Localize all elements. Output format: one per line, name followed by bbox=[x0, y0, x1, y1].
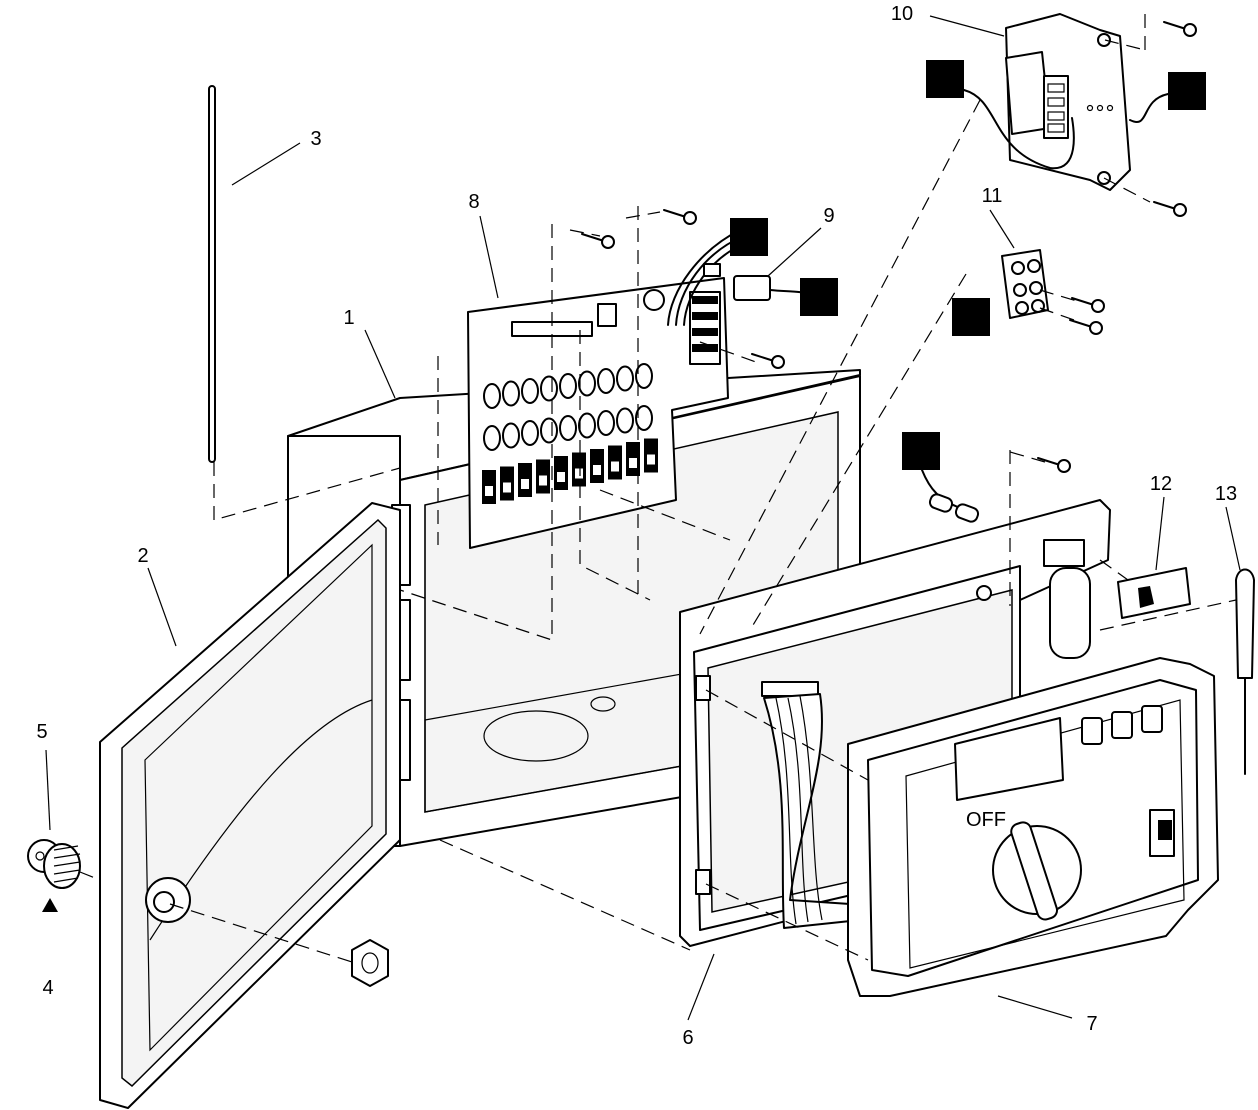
station-knob bbox=[483, 425, 501, 451]
marker-square bbox=[800, 278, 838, 316]
lock-and-key bbox=[27, 839, 81, 912]
callout-10: 10 bbox=[891, 3, 913, 25]
terminal-slot bbox=[611, 461, 619, 472]
station-knob bbox=[483, 383, 501, 409]
ribbon-cable bbox=[761, 681, 861, 929]
terminal-slot bbox=[557, 472, 565, 482]
station-knob bbox=[616, 407, 634, 434]
callout-8: 8 bbox=[468, 191, 479, 213]
terminal-slot bbox=[629, 458, 637, 468]
screw-icon bbox=[1153, 201, 1187, 217]
station-knob bbox=[502, 380, 520, 407]
callout-1: 1 bbox=[343, 307, 354, 329]
black-markers bbox=[730, 60, 1206, 470]
station-knob bbox=[521, 420, 539, 446]
assembly-lines bbox=[79, 14, 1237, 963]
terminal-slot bbox=[539, 475, 547, 486]
screw-icon bbox=[1069, 319, 1103, 335]
leader-lines bbox=[45, 15, 1241, 1021]
terminal-circuit-board bbox=[467, 229, 749, 549]
marker-square bbox=[1168, 72, 1206, 110]
terminal-slot bbox=[593, 465, 601, 475]
callout-9: 9 bbox=[823, 205, 834, 227]
callout-3: 3 bbox=[310, 128, 321, 150]
station-knob bbox=[521, 378, 539, 404]
callout-6: 6 bbox=[682, 1027, 693, 1049]
station-knob bbox=[597, 410, 615, 436]
callout-labels: 1 2 3 4 5 6 7 8 9 10 11 12 13 bbox=[36, 3, 1237, 1049]
screw-icon bbox=[751, 353, 785, 369]
station-knob bbox=[578, 412, 596, 439]
screw-icon bbox=[581, 233, 615, 249]
hex-nut bbox=[351, 939, 389, 987]
terminal-slot bbox=[521, 479, 529, 489]
control-panel: OFF bbox=[847, 657, 1219, 997]
callout-4: 4 bbox=[42, 977, 53, 999]
callout-12: 12 bbox=[1150, 473, 1172, 495]
door-rod bbox=[208, 85, 216, 463]
station-knob bbox=[578, 370, 596, 397]
marker-square bbox=[730, 218, 768, 256]
station-knob bbox=[597, 368, 615, 394]
terminal-slot bbox=[575, 468, 583, 479]
transformer bbox=[963, 13, 1169, 191]
terminal-strip bbox=[1001, 249, 1049, 319]
screw-icon bbox=[1071, 297, 1105, 313]
enclosure-door bbox=[99, 502, 401, 1109]
screw-icon bbox=[663, 209, 697, 225]
screw-icon bbox=[1037, 457, 1071, 473]
screwdriver bbox=[1235, 568, 1255, 775]
terminal-slot bbox=[485, 486, 493, 496]
arrow-marker bbox=[42, 898, 58, 912]
station-knob bbox=[635, 405, 653, 431]
callout-11: 11 bbox=[982, 185, 1003, 207]
wire-connector bbox=[921, 469, 980, 523]
callout-13: 13 bbox=[1215, 483, 1237, 505]
station-knob bbox=[540, 375, 558, 402]
station-knob bbox=[635, 363, 653, 389]
terminal-slot bbox=[647, 454, 655, 465]
marker-square bbox=[902, 432, 940, 470]
terminal-slot bbox=[503, 482, 511, 493]
callout-5: 5 bbox=[36, 721, 47, 743]
marker-square bbox=[952, 298, 990, 336]
marker-square bbox=[926, 60, 964, 98]
station-knob bbox=[559, 373, 577, 399]
callout-7: 7 bbox=[1086, 1013, 1097, 1035]
station-knob bbox=[540, 417, 558, 444]
station-knob bbox=[502, 422, 520, 449]
power-switch bbox=[1117, 567, 1191, 619]
off-label: OFF bbox=[966, 809, 1006, 831]
station-knob bbox=[559, 415, 577, 441]
screws bbox=[581, 21, 1197, 473]
station-knob bbox=[616, 365, 634, 392]
callout-2: 2 bbox=[137, 545, 148, 567]
screw-icon bbox=[1163, 21, 1197, 37]
